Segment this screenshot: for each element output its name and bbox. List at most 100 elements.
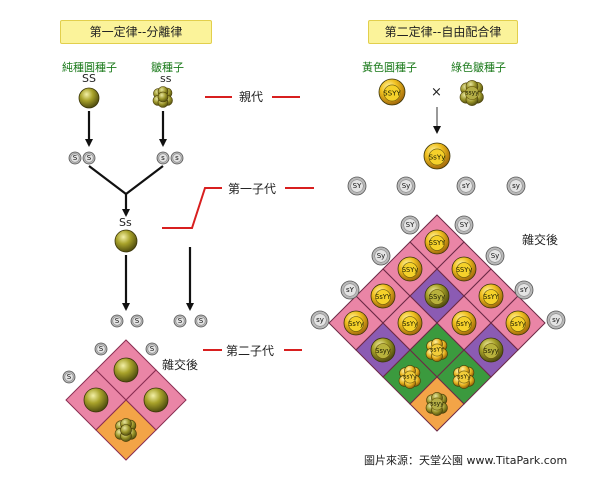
gamete-icon: sY: [340, 280, 360, 300]
round-seed-icon: SSYY: [424, 229, 450, 255]
image-credit: 圖片來源：天堂公園 www.TitaPark.com: [364, 454, 568, 467]
gamete-icon: S: [130, 314, 144, 328]
gamete-label: sY: [520, 286, 529, 294]
seed-label-disc: [483, 343, 499, 359]
round-seed-icon: SSyy: [424, 283, 450, 309]
right-parent2-label: 綠色皺種子: [451, 61, 506, 74]
seed-label-disc: [456, 262, 472, 278]
round-seed-icon: Ssyy: [478, 337, 504, 363]
wrinkled-seed-icon: ssYy: [398, 365, 421, 389]
seed-genotype: SSYy: [456, 266, 472, 274]
seed-genotype: Ssyy: [375, 347, 391, 355]
gamete-icon: s: [170, 151, 184, 165]
left-parent2-genotype: ss: [160, 72, 172, 85]
gamete-ring: [549, 313, 563, 327]
gamete-label: S: [178, 317, 183, 325]
gamete-ring: [132, 316, 142, 326]
gamete-label: SY: [353, 182, 362, 190]
gamete-icon: SY: [454, 215, 474, 235]
seed-lobe: [157, 91, 169, 103]
seed-label-disc: [429, 235, 445, 251]
second-gen-label: 第二子代: [226, 344, 275, 358]
seed-body: [78, 87, 100, 109]
seed-label-disc: [429, 289, 445, 305]
seed-label-disc: [428, 148, 446, 166]
gamete-icon: S: [82, 151, 96, 165]
cross-symbol: ×: [431, 85, 442, 100]
round-seed-icon: SsYy: [505, 310, 531, 336]
seed-genotype: SsYy: [510, 320, 526, 328]
gamete-label: s: [175, 154, 179, 162]
seed-genotype: SsYy: [402, 320, 418, 328]
round-seed-icon: SSYy: [397, 256, 423, 282]
gamete-ring: [172, 153, 182, 163]
seed-label-disc: [456, 316, 472, 332]
gamete-ring: [112, 316, 122, 326]
gamete-ring: [147, 344, 157, 354]
gamete-ring: [517, 283, 531, 297]
gamete-icon: sy: [546, 310, 566, 330]
gamete-label: Sy: [377, 252, 386, 260]
round-seed-icon: [143, 387, 169, 413]
gamete-label: sy: [552, 316, 560, 324]
gamete-icon: S: [110, 314, 124, 328]
seed-genotype: SsYy: [348, 320, 364, 328]
gamete-label: s: [161, 154, 165, 162]
round-seed-icon: SsYy: [451, 310, 477, 336]
seed-label-disc: [383, 84, 401, 102]
seed-genotype: SSYY: [383, 89, 401, 98]
round-seed-icon: Ssyy: [370, 337, 396, 363]
gamete-icon: sy: [310, 310, 330, 330]
left-cross-label: 雜交後: [162, 358, 199, 372]
gamete-icon: S: [173, 314, 187, 328]
seed-body: [114, 229, 138, 253]
seed-label-disc: [402, 316, 418, 332]
gamete-ring: [158, 153, 168, 163]
gamete-label: sy: [512, 182, 520, 190]
round-seed-icon: SSYy: [451, 256, 477, 282]
gamete-label: SY: [406, 221, 415, 229]
gamete-icon: Sy: [485, 246, 505, 266]
gamete-icon: S: [94, 342, 108, 356]
gamete-label: SY: [460, 221, 469, 229]
gamete-ring: [64, 372, 74, 382]
gamete-label: S: [135, 317, 140, 325]
seed-genotype: SsYy: [456, 320, 472, 328]
seed-label-disc: [403, 370, 417, 384]
gamete-ring: [403, 218, 417, 232]
left-title: 第一定律--分離律: [60, 20, 212, 44]
parents-label: 親代: [239, 90, 264, 104]
green-wrinkled-seed-icon: ssyy: [459, 80, 484, 106]
gamete-label: S: [67, 373, 72, 381]
yellow-round-seed-icon: SSYY: [378, 78, 406, 106]
gamete-label: Sy: [402, 182, 411, 190]
gamete-ring: [343, 283, 357, 297]
round-seed-icon: SsYY: [370, 283, 396, 309]
seed-label-disc: [375, 289, 391, 305]
gamete-icon: S: [194, 314, 208, 328]
gamete-ring: [399, 179, 413, 193]
gamete-label: S: [150, 345, 155, 353]
first-gen-label: 第一子代: [228, 182, 277, 196]
round-seed-icon: SsYy: [343, 310, 369, 336]
round-seed-icon: [113, 357, 139, 383]
left-parent2-label: 皺種子: [151, 61, 184, 74]
wrinkled-seed-icon: [152, 86, 173, 108]
right-cross-label: 雜交後: [522, 233, 559, 247]
f1-yellow-seed-icon: SsYy: [423, 142, 451, 170]
right-title: 第二定律--自由配合律: [368, 20, 518, 44]
right-parent1-label: 黃色圓種子: [362, 61, 417, 74]
seed-label-disc: [430, 397, 444, 411]
seed-genotype: SsYY: [483, 293, 500, 301]
wrinkled-seed-icon: ssYY: [425, 338, 448, 362]
seed-label-disc: [483, 289, 499, 305]
seed-genotype: Ssyy: [483, 347, 499, 355]
gamete-icon: Sy: [371, 246, 391, 266]
gamete-icon: Sy: [396, 176, 416, 196]
gamete-label: S: [87, 154, 92, 162]
seed-genotype: SSYY: [429, 239, 446, 247]
left-parent1-label: 純種圓種子: [62, 61, 117, 74]
left-parent1-genotype: SS: [82, 72, 96, 85]
gamete-icon: s: [156, 151, 170, 165]
gamete-label: Sy: [491, 252, 500, 260]
